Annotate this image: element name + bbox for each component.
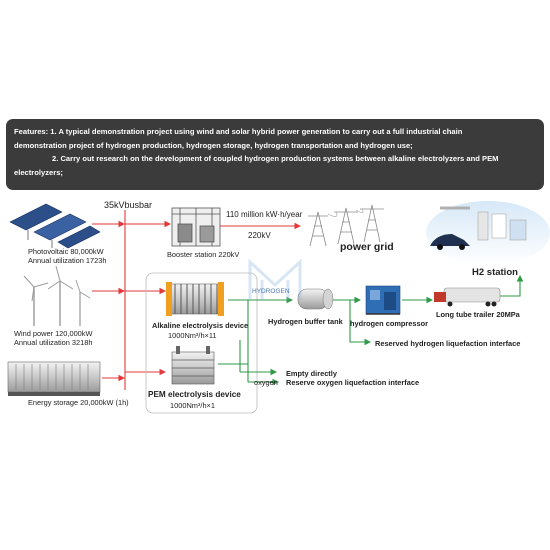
h2-station-label: H2 station (472, 267, 518, 278)
alkaline-electrolyzer-icon (166, 282, 224, 316)
grid-rate-label: 110 million kW·h/year (226, 210, 303, 219)
empty-directly-label: Empty directly (286, 369, 337, 378)
reserve-oxygen-label: Reserve oxygen liquefaction interface (286, 378, 420, 387)
buffer-tank-label: Hydrogen buffer tank (268, 317, 343, 326)
solar-panel-icon (9, 203, 101, 249)
reserved-hydrogen-label: Reserved hydrogen liquefaction interface (375, 339, 521, 348)
pem-electrolyzer-icon (171, 346, 215, 385)
busbar-label: 35kVbusbar (104, 200, 153, 210)
features-banner: Features: 1. A typical demonstration pro… (6, 119, 544, 190)
hydrogen-buffer-tank-icon (297, 288, 334, 310)
power-grid-label: power grid (340, 241, 394, 253)
oxygen-label: oxygen (254, 378, 278, 387)
h2-station-icon (426, 201, 550, 265)
energy-storage-label: Energy storage 20,000kW (1h) (28, 398, 129, 407)
tube-trailer-icon (434, 287, 501, 307)
pv-capacity-label: Photovoltaic 80,000kW (28, 247, 104, 256)
hydrogen-compressor-icon (365, 285, 401, 315)
features-line-2: demonstration project of hydrogen produc… (14, 140, 413, 150)
compressor-label: hydrogen compressor (350, 319, 429, 328)
electrolyzer-enclosure (145, 272, 258, 414)
pv-utilization-label: Annual utilization 1723h (28, 256, 107, 265)
wind-turbine-icon (23, 265, 91, 326)
features-line-1: Features: 1. A typical demonstration pro… (14, 127, 463, 136)
wind-capacity-label: Wind power 120,000kW (14, 329, 93, 338)
gas-flow-lines (218, 274, 524, 386)
energy-storage-container-icon (7, 361, 101, 396)
alkaline-capacity-label: 1000Nm³/h×11 (168, 331, 217, 340)
features-line-4: electrolyzers; (14, 167, 63, 177)
grid-voltage-label: 220kV (248, 231, 271, 240)
transmission-tower-icon (308, 204, 384, 247)
pem-device-label: PEM electrolysis device (148, 390, 241, 399)
booster-station-label: Booster station 220kV (167, 250, 240, 259)
booster-station-icon (171, 207, 221, 247)
hydrogen-flow-label: HYDROGEN (252, 288, 290, 295)
tube-trailer-label: Long tube trailer 20MPa (436, 310, 520, 319)
watermark-logo (248, 258, 302, 300)
pem-capacity-label: 1000Nm³/h×1 (170, 401, 215, 410)
features-line-3: 2. Carry out research on the development… (52, 154, 499, 163)
wind-utilization-label: Annual utilization 3218h (14, 338, 93, 347)
busbar-connections (92, 210, 302, 390)
alkaline-device-label: Alkaline electrolysis device (152, 321, 249, 330)
